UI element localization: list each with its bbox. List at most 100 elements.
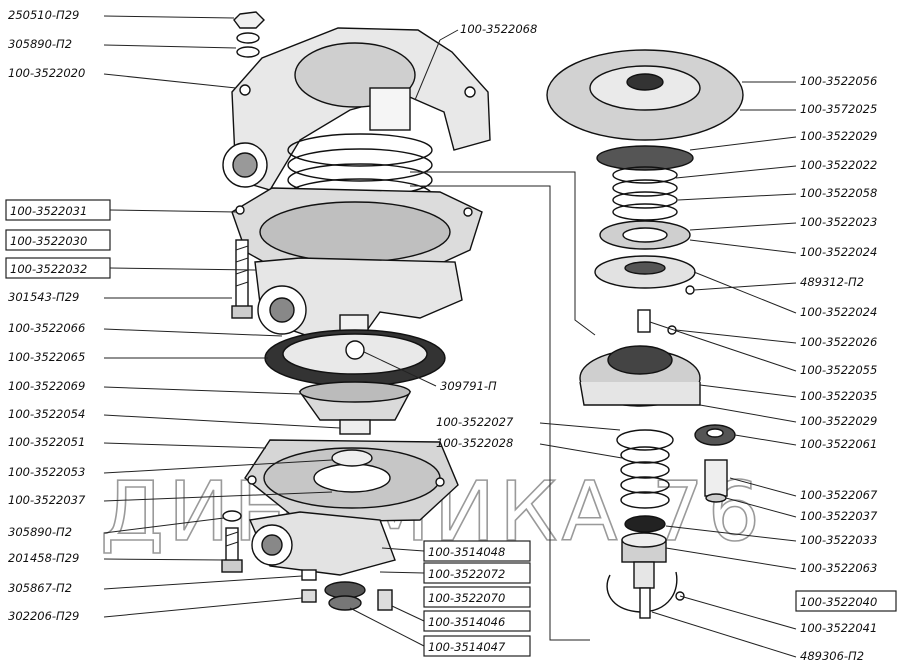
- part-label-boxed: 100-3522032: [10, 262, 87, 276]
- part-label: 100-3522033: [800, 533, 877, 547]
- callout-c4: 100-3522028: [436, 436, 623, 459]
- part-label: 100-3522053: [8, 465, 85, 479]
- diaphragm: [264, 329, 446, 387]
- grouping-bracket: [410, 171, 596, 641]
- callout-l18: 302206-П29: [8, 597, 303, 623]
- part-label: 100-3522055: [800, 363, 877, 377]
- part-label: 100-3522041: [800, 621, 877, 635]
- lower-bolt: [221, 510, 243, 573]
- part-label: 100-3522026: [800, 335, 877, 349]
- part-label: 100-3522063: [800, 561, 877, 575]
- coil-spring-lower: [616, 429, 674, 533]
- part-label-boxed: 100-3514048: [428, 545, 505, 559]
- side-bolt: [231, 239, 253, 319]
- part-label: 100-3522029: [800, 414, 877, 428]
- part-label: 302206-П29: [8, 609, 79, 623]
- callout-r7: 100-3522024: [689, 239, 877, 259]
- callout-c7: 100-3522070: [423, 586, 531, 608]
- part-label-boxed: 100-3514047: [428, 640, 506, 654]
- left-assembly: [221, 11, 491, 611]
- callout-r3: 100-3522029: [689, 129, 877, 151]
- callout-l17: 305867-П2: [8, 575, 303, 595]
- part-label: 100-3572025: [800, 102, 877, 116]
- part-label: 100-3522028: [436, 436, 513, 450]
- valve-seat: [579, 345, 701, 407]
- callout-l2: 305890-П2: [8, 37, 237, 51]
- part-label: 100-3522054: [8, 407, 85, 421]
- callout-r2: 100-3572025: [740, 102, 877, 116]
- callout-c8: 100-3514046: [391, 605, 531, 632]
- part-label: 100-3522024: [800, 245, 877, 259]
- callout-r6: 100-3522023: [689, 215, 877, 231]
- small-pin: [637, 309, 677, 335]
- upper-housing: [222, 27, 491, 191]
- callout-c3: 100-3522027: [436, 415, 621, 431]
- part-label: 100-3522027: [436, 415, 514, 429]
- coil-spring-right: [596, 145, 694, 221]
- callout-l4: 100-3522031: [5, 199, 237, 221]
- part-label: 305890-П2: [8, 525, 72, 539]
- part-label: 100-3522068: [460, 22, 537, 36]
- lower-housing: [248, 511, 396, 576]
- callout-l11: 100-3522054: [8, 407, 341, 429]
- part-label: 100-3522051: [8, 435, 85, 449]
- callout-l15: 305890-П2: [8, 517, 225, 539]
- right-assembly: [546, 49, 744, 619]
- callout-r5: 100-3522058: [677, 186, 877, 201]
- callout-l8: 100-3522066: [8, 321, 283, 337]
- callout-r19: 100-3522040: [795, 590, 897, 612]
- part-label: 100-3522035: [800, 389, 877, 403]
- part-label: 100-3522066: [8, 321, 85, 335]
- part-label: 100-3522067: [800, 488, 878, 502]
- callout-r17: 100-3522033: [665, 525, 877, 547]
- callout-l9: 100-3522065: [8, 350, 268, 364]
- part-label: 100-3522020: [8, 66, 85, 80]
- part-label-boxed: 100-3514046: [428, 615, 505, 629]
- part-label: 250510-П29: [8, 8, 79, 22]
- callout-r4: 100-3522022: [675, 158, 877, 179]
- callout-r12: 100-3522035: [699, 384, 877, 403]
- retainer-ring: [594, 220, 696, 295]
- callout-r18: 100-3522063: [665, 547, 877, 575]
- callout-l16: 201458-П29: [8, 551, 225, 565]
- part-label: 100-3522061: [800, 437, 877, 451]
- part-label-boxed: 100-3522070: [428, 591, 505, 605]
- part-label: 100-3522029: [800, 129, 877, 143]
- part-label: 100-3522022: [800, 158, 877, 172]
- callout-r9: 100-3522024: [693, 271, 877, 319]
- callout-l5: 100-3522030: [5, 229, 111, 251]
- callout-l14: 100-3522037: [8, 491, 333, 507]
- callout-r21: 489306-П2: [651, 611, 864, 663]
- part-label: 100-3522037: [800, 509, 878, 523]
- callout-c2: 309791-П: [363, 351, 497, 393]
- center-labels: 100-3522068 309791-П 100-3522027 100-352…: [349, 22, 623, 657]
- callout-c1: 100-3522068: [414, 22, 537, 101]
- part-label: 100-3522058: [800, 186, 877, 200]
- callout-c6: 100-3522072: [379, 562, 531, 584]
- callout-l12: 100-3522051: [8, 435, 267, 449]
- callout-r13: 100-3522029: [699, 404, 877, 428]
- callout-r11: 100-3522055: [649, 321, 877, 377]
- callout-l6: 100-3522032: [5, 257, 257, 279]
- callout-r16: 100-3522037: [725, 497, 878, 523]
- middle-housing: [254, 257, 463, 341]
- part-label-boxed: 100-3522031: [10, 204, 87, 218]
- part-label-boxed: 100-3522072: [428, 567, 505, 581]
- part-label-boxed: 100-3522040: [800, 595, 877, 609]
- top-nut: [233, 11, 265, 58]
- callout-l10: 100-3522069: [8, 379, 301, 395]
- callout-l7: 301543-П29: [8, 290, 232, 304]
- part-label: 201458-П29: [8, 551, 79, 565]
- part-label-boxed: 100-3522030: [10, 234, 87, 248]
- part-label: 489312-П2: [800, 275, 864, 289]
- valve-disc: [301, 569, 393, 611]
- part-label: 305867-П2: [8, 581, 72, 595]
- valve-cap: [694, 424, 736, 503]
- callout-r14: 100-3522061: [734, 434, 877, 451]
- callout-r8: 489312-П2: [693, 275, 864, 291]
- part-label: 489306-П2: [800, 649, 864, 663]
- callout-r10: 100-3522026: [675, 329, 877, 349]
- callout-l1: 250510-П29: [8, 8, 235, 22]
